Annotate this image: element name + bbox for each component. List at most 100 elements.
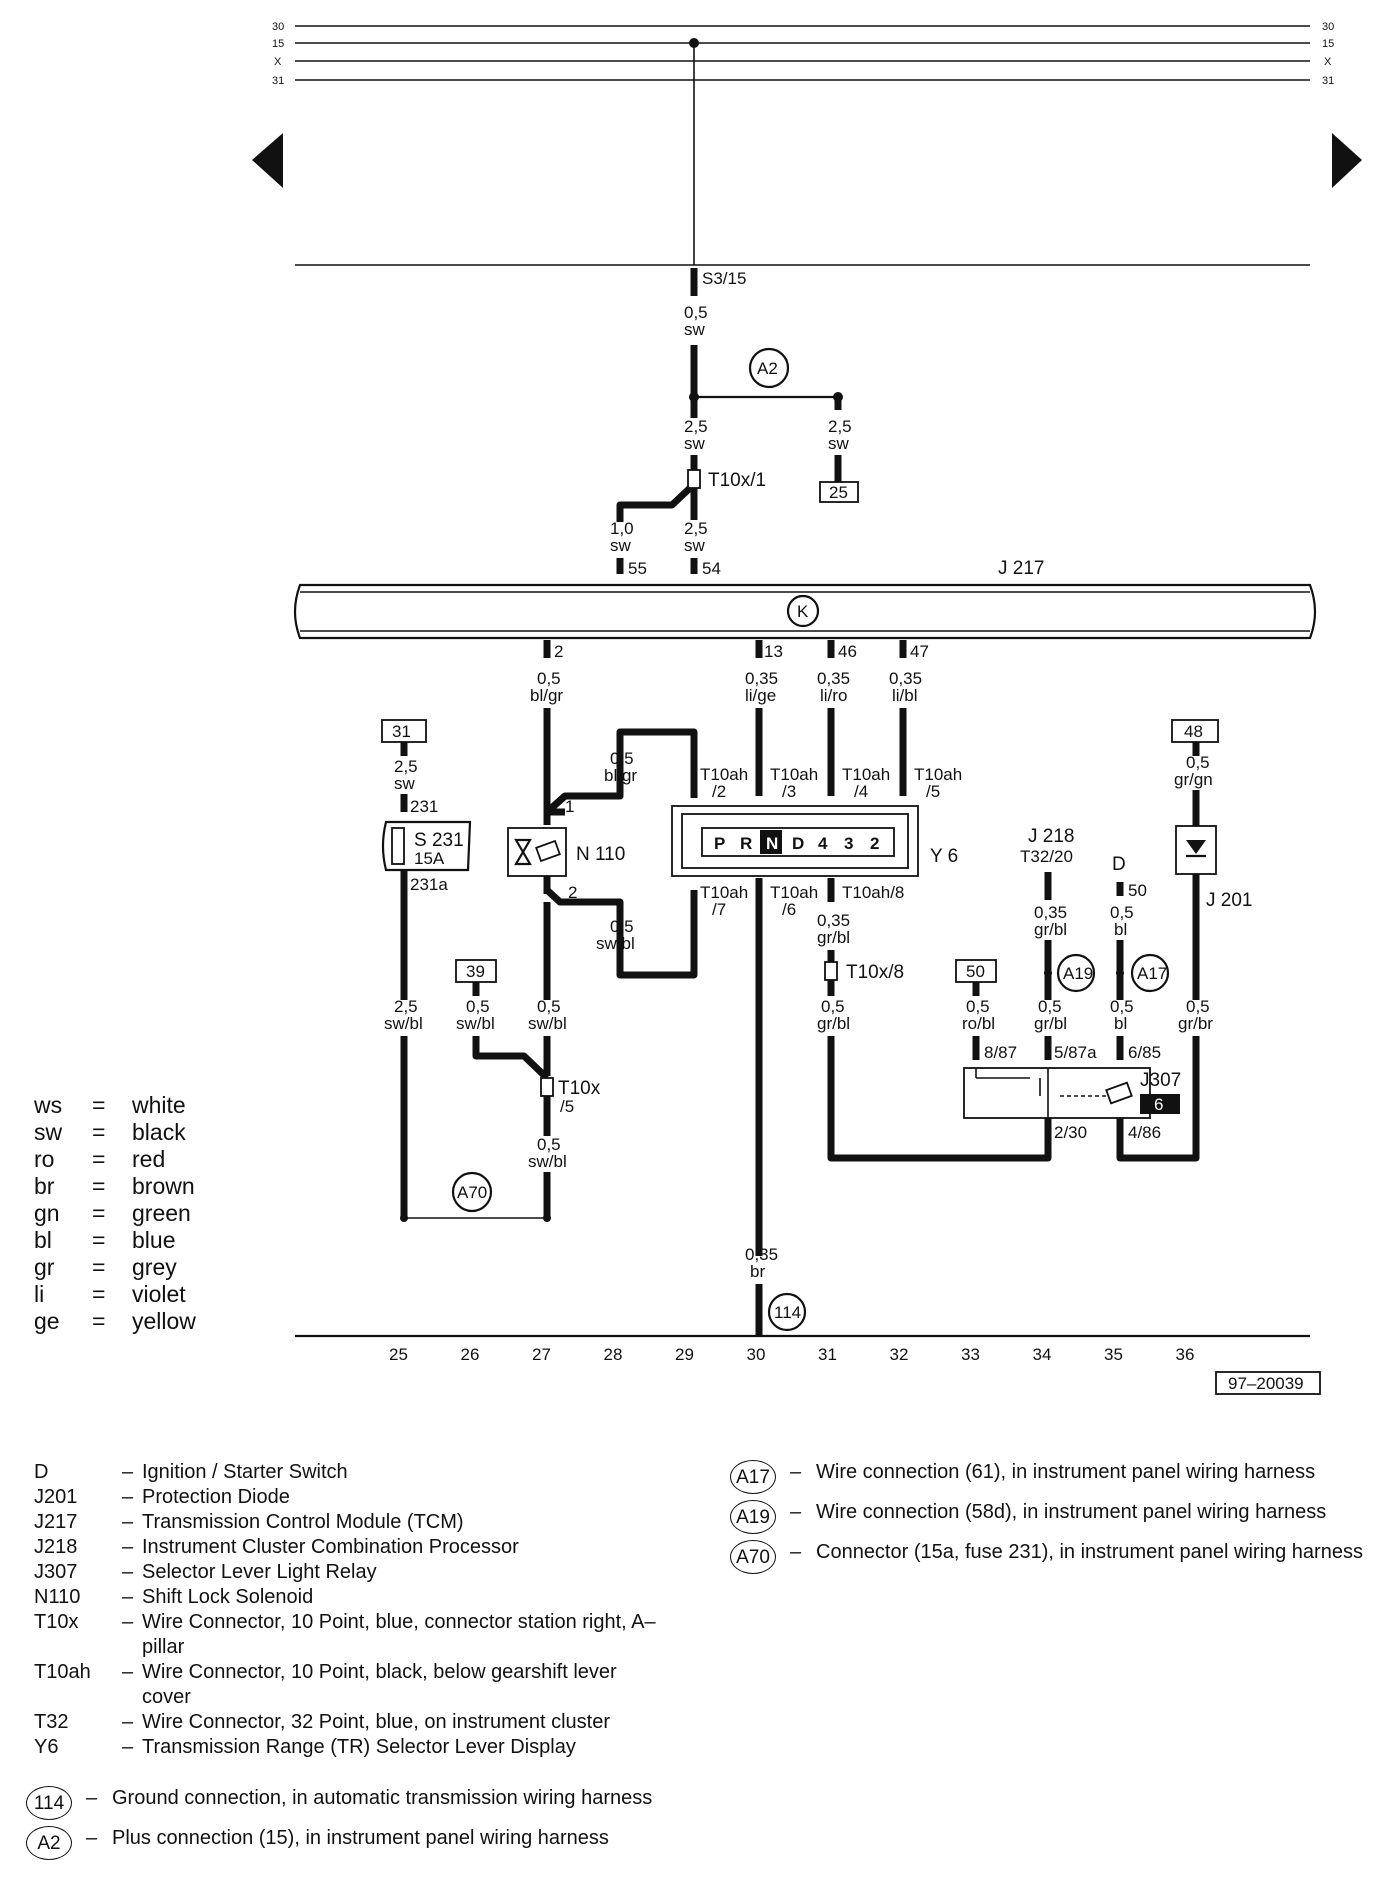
- key-row: J217–Transmission Control Module (TCM): [34, 1510, 664, 1535]
- wire-size-label: 0,5: [610, 917, 634, 936]
- legend-equals: =: [92, 1119, 106, 1145]
- selector-position-p: P: [714, 834, 725, 853]
- legend-row: sw = black: [34, 1119, 196, 1146]
- wire-size-label: 0,5: [821, 997, 845, 1016]
- wire-size-label: 0,5: [466, 997, 490, 1016]
- track-number-27: 27: [532, 1345, 551, 1364]
- j307-label: J307: [1140, 1070, 1181, 1091]
- legend-code: ws: [34, 1092, 63, 1118]
- y6-label: Y 6: [930, 846, 958, 867]
- t10ah-8-label: T10ah/8: [842, 883, 904, 902]
- bus-label-31-left: 31: [272, 75, 284, 87]
- t10ah-3-label: T10ah: [770, 765, 818, 784]
- wire-color-label: li/ge: [745, 686, 776, 705]
- key-dash: –: [122, 1711, 134, 1733]
- legend-color-name: yellow: [132, 1308, 196, 1334]
- wire-color-label: sw: [394, 774, 416, 793]
- key-dash: –: [790, 1541, 802, 1563]
- legend-row: bl=blue: [34, 1227, 196, 1254]
- wire-size-label: 2,5: [394, 997, 418, 1016]
- t10x-8-connector: [824, 961, 838, 981]
- legend-row: li=violet: [34, 1281, 196, 1308]
- circle-key-marker: A17: [730, 1460, 776, 1494]
- key-code: T10x: [34, 1611, 79, 1633]
- legend-code: sw: [34, 1119, 63, 1145]
- bus-label-15-left: 15: [272, 38, 284, 50]
- key-code: Y6: [34, 1736, 59, 1758]
- selector-position-2: 2: [870, 834, 879, 853]
- key-description: Wire connection (58d), in instrument pan…: [816, 1501, 1327, 1523]
- key-dash: –: [122, 1561, 134, 1583]
- legend-color-name: white: [132, 1092, 186, 1118]
- ground-114-label: 114: [774, 1303, 801, 1322]
- wire-color-label: gr/gn: [1174, 770, 1213, 789]
- track-number-33: 33: [961, 1345, 980, 1364]
- legend-code: ge: [34, 1308, 60, 1334]
- next-page-arrow-icon[interactable]: [1332, 133, 1362, 188]
- legend-color-name: blue: [132, 1227, 176, 1253]
- a2-connection-marker: [748, 347, 790, 389]
- legend-color-name: grey: [132, 1254, 177, 1280]
- legend-row: ro=red: [34, 1146, 196, 1173]
- key-dash: –: [86, 1787, 98, 1809]
- key-description: Ground connection, in automatic transmis…: [112, 1787, 653, 1809]
- key-dash: –: [122, 1536, 134, 1558]
- pin-231-label: 231: [410, 797, 438, 816]
- t10x-1-label: T10x/1: [708, 470, 766, 491]
- legend-code: gr: [34, 1254, 55, 1280]
- bus-label-30-left: 30: [272, 21, 284, 33]
- s231-label: S 231: [414, 830, 464, 851]
- t32-20-label: T32/20: [1020, 847, 1073, 866]
- selector-position-n: N: [766, 834, 778, 853]
- key-dash: –: [790, 1501, 802, 1523]
- pin-231a-label: 231a: [410, 875, 448, 894]
- a70-connector-marker: [451, 1171, 493, 1213]
- legend-color-name: black: [132, 1119, 186, 1145]
- wire-color-label: sw/bl: [456, 1014, 495, 1033]
- t10ah-5-label: T10ah: [914, 765, 962, 784]
- pin-2-label: 2: [554, 642, 563, 661]
- key-row: J201–Protection Diode: [34, 1485, 664, 1510]
- wire-color-label: bl/gr: [604, 766, 637, 785]
- a17-label: A17: [1137, 964, 1167, 983]
- key-code: T10ah: [34, 1661, 91, 1683]
- j217-outputs: 2 13 46 47 0,5 bl/gr 0,35 li/ge 0,35 li/…: [530, 640, 929, 825]
- circle-key-marker: A2: [26, 1826, 72, 1860]
- legend-equals: =: [92, 1281, 106, 1307]
- key-dash: –: [790, 1461, 802, 1483]
- legend-equals: =: [92, 1092, 106, 1118]
- t10ah-3-sub: /3: [782, 782, 796, 801]
- key-description: Wire connection (61), in instrument pane…: [816, 1461, 1316, 1483]
- terminal-39-label: 39: [466, 962, 485, 981]
- t10x-8-label: T10x/8: [846, 962, 904, 983]
- track-number-25: 25: [389, 1345, 408, 1364]
- bus-label-30-right: 30: [1322, 21, 1334, 33]
- key-row: J307–Selector Lever Light Relay: [34, 1560, 664, 1585]
- legend-row: gn=green: [34, 1200, 196, 1227]
- pin-55-label: 55: [628, 559, 647, 578]
- legend-row: gr = grey: [34, 1254, 196, 1281]
- key-code: D: [34, 1461, 49, 1483]
- key-dash: –: [86, 1827, 98, 1849]
- key-description: Transmission Control Module (TCM): [142, 1511, 464, 1533]
- previous-page-arrow-icon[interactable]: [252, 133, 283, 188]
- legend-equals: =: [92, 1254, 106, 1280]
- wire-size-label: 0,35: [889, 669, 922, 688]
- key-row: T10x–Wire Connector, 10 Point, blue, con…: [34, 1610, 664, 1660]
- pin-8-87-label: 8/87: [984, 1043, 1017, 1062]
- k-marker-label: K: [797, 602, 809, 621]
- legend-row: ge=yellow: [34, 1308, 196, 1335]
- wire-size-label: 0,35: [1034, 903, 1067, 922]
- wire-color-label: sw/bl: [596, 934, 635, 953]
- key-row: N110–Shift Lock Solenoid: [34, 1585, 664, 1610]
- wire-color-label: bl: [1114, 920, 1127, 939]
- figure-id-label: 97–20039: [1228, 1374, 1304, 1393]
- wire-size-label: 0,5: [1038, 997, 1062, 1016]
- track-number-35: 35: [1104, 1345, 1123, 1364]
- wire-color-label: sw/bl: [528, 1152, 567, 1171]
- feed-15-wiring: S3/15 0,5 sw K A2 2,5 sw 2,5 sw 25 T10x/…: [610, 268, 1044, 579]
- pin-13-label: 13: [764, 642, 783, 661]
- j307-number-badge: [1140, 1094, 1180, 1114]
- wire-size-label: 2,5: [394, 757, 418, 776]
